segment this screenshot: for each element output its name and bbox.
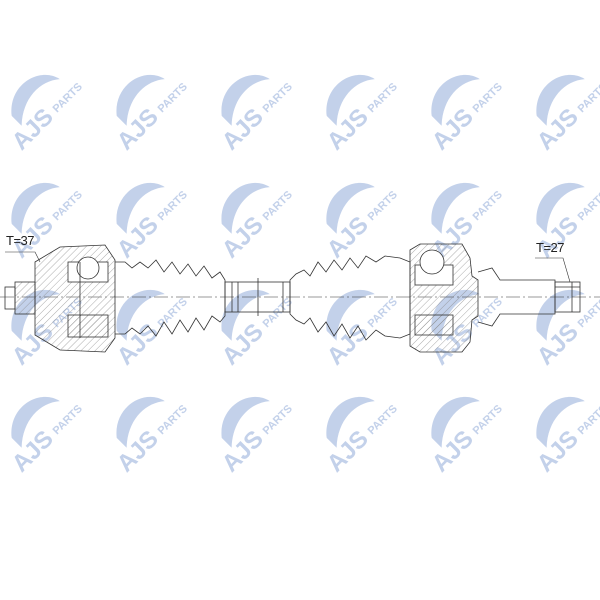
shaft-bar <box>224 278 291 316</box>
right-teeth-label: T=27 <box>536 240 565 255</box>
left-stub <box>4 281 36 315</box>
left-teeth-label: T=37 <box>6 233 35 248</box>
leader-right <box>535 257 571 283</box>
right-stub <box>477 267 581 327</box>
right-boot <box>289 255 411 341</box>
right-tripod-joint <box>409 243 479 353</box>
left-boot <box>115 259 226 337</box>
leader-left <box>5 251 41 263</box>
left-cv-joint <box>34 244 116 353</box>
